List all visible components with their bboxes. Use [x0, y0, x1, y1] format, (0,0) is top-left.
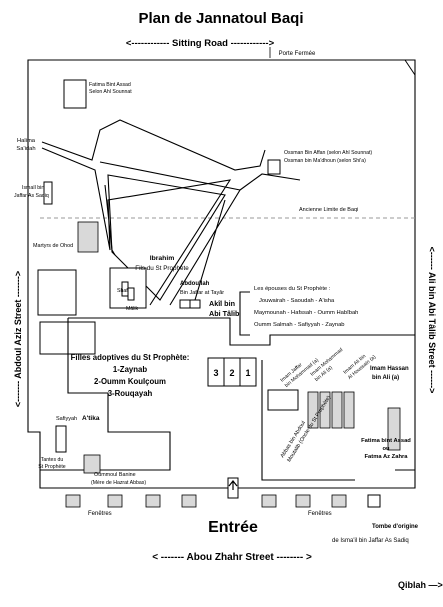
martyrs-grave [77, 221, 99, 253]
epouses-line2: Jouwairah - Saoudah - A'isha [259, 298, 335, 304]
window-3 [145, 494, 161, 508]
ossman-line2: Ossman bin Ma'dhoun (selon Shi'a) [284, 158, 366, 164]
ibrahim-line2: Fils du St Prophète [135, 265, 189, 272]
halima-line2: Sa'idah [16, 146, 35, 152]
wall-corner-ne [404, 59, 416, 76]
filles-line1: Filles adoptives du St Prophète: [71, 353, 190, 362]
ismail-line1: Ismaïl bin [22, 185, 44, 191]
path-network [41, 119, 301, 306]
grave-2-label: 2 [229, 368, 234, 378]
atika-grave [83, 454, 101, 474]
ibrahim-line1: Ibrahim [150, 255, 175, 262]
entrance-arrow-icon [228, 480, 238, 490]
fatima-assad-grave [63, 79, 87, 109]
atika-label: A'tika [82, 415, 100, 422]
tantes-line2: St Prophète [38, 464, 66, 470]
grave-1-label: 1 [245, 368, 250, 378]
filles-line3: 2-Oumm Koulçoum [94, 377, 166, 386]
tombe-ismail-box [367, 494, 381, 508]
oummoul-line1: Oummoul Banine [94, 472, 136, 478]
imam-ali-grave [331, 391, 343, 429]
road-top-label: <------------ Sitting Road ------------> [126, 38, 275, 49]
fatima-zahra-line1: Fatima bint Assad [361, 438, 411, 444]
imam-mohammad-grave [319, 391, 331, 429]
fatima-zahra-grave [387, 407, 401, 451]
cemetery-wall [27, 59, 416, 489]
safiyyah-grave [55, 425, 67, 453]
epouses-line4: Oumm Salmah - Safiyyah - Zaynab [254, 322, 345, 328]
central-triangle [107, 174, 226, 301]
fatima-zahra-line3: Fatma Az Zahra [365, 454, 409, 460]
window-5 [261, 494, 277, 508]
fatima-zahra-line2: ou [382, 446, 390, 452]
ismail-line2: Jaffar As Sadiq [14, 193, 49, 199]
fatima-assad-line1: Fatima Bint Assad [89, 82, 131, 88]
inner-wall-south [40, 317, 415, 481]
window-2 [107, 494, 123, 508]
akil-line1: Akîl bin [209, 299, 235, 308]
abdoullah-grave-b [189, 299, 201, 309]
filles-line2: 1-Zaynab [113, 365, 147, 374]
filles-line4: 3-Rouqayah [108, 389, 153, 398]
qiblah-label: Qiblah —> [398, 580, 443, 590]
window-7 [331, 494, 347, 508]
road-bottom-label: < ------- Abou Zhahr Street -------- > [152, 552, 312, 563]
epouses-line1: Les épouses du St Prophète : [254, 286, 331, 292]
gate-label: Porte Fermée [279, 51, 316, 57]
abdoullah-line2: Bin Jaffar at Tayâr [180, 290, 224, 296]
grave-3-label: 3 [213, 368, 218, 378]
halima-line1: Halima [17, 138, 36, 144]
shafi-label: Shafi [117, 288, 129, 294]
window-6 [295, 494, 311, 508]
imam-hassan-line2: bin Ali (a) [372, 375, 399, 381]
windows-label-left: Fenêtres [88, 511, 112, 517]
tombe-line1: Tombe d'origine [372, 524, 419, 530]
oummoul-line2: (Mère de Hazrat Abbas) [91, 480, 146, 486]
malik-label: Mâlik [126, 306, 139, 312]
imam-hassan-grave [343, 391, 355, 429]
ossman-grave [267, 159, 281, 175]
abbas-enclosure [267, 389, 299, 411]
block-west-a [37, 269, 77, 316]
road-right-label: <------ Ali bin Abi Tâlib Street ------> [427, 247, 437, 394]
map-title: Plan de Jannatoul Baqi [138, 10, 303, 27]
filles-graves-box [207, 357, 257, 387]
ossman-line1: Ossman Bin Affan (selon Ahl Sounnat) [284, 150, 372, 156]
road-left-label: <------- Abdoul Aziz Street -------> [13, 271, 23, 407]
entrance-label: Entrée [208, 519, 258, 536]
tombe-line2: de Isma'il bin Jaffar As Sadiq [332, 538, 409, 544]
windows-label-right: Fenêtres [308, 511, 332, 517]
ancienne-limite-label: Ancienne Limite de Baqi [299, 207, 358, 213]
fatima-assad-line2: Selon Ahl Sounnat [89, 89, 132, 95]
abdoullah-line1: Abdoullah [180, 281, 210, 287]
safiyyah-label: Safiyyah [56, 416, 77, 422]
akil-line2: Abi Tâlib [209, 309, 240, 318]
martyrs-label: Martyrs de Ohod [33, 243, 73, 249]
abdoullah-grave-a [179, 299, 191, 309]
window-1 [65, 494, 81, 508]
epouses-bracket [239, 291, 250, 336]
epouses-line3: Maymounah - Hafssah - Oumm Habîbah [254, 310, 358, 316]
malik-grave [127, 287, 135, 301]
window-4 [181, 494, 197, 508]
tantes-line1: Tantes du [41, 457, 64, 463]
ismail-grave [43, 181, 53, 205]
imam-hassan-line1: Imam Hassan [370, 366, 409, 372]
imam-jaffar-grave [307, 391, 319, 429]
